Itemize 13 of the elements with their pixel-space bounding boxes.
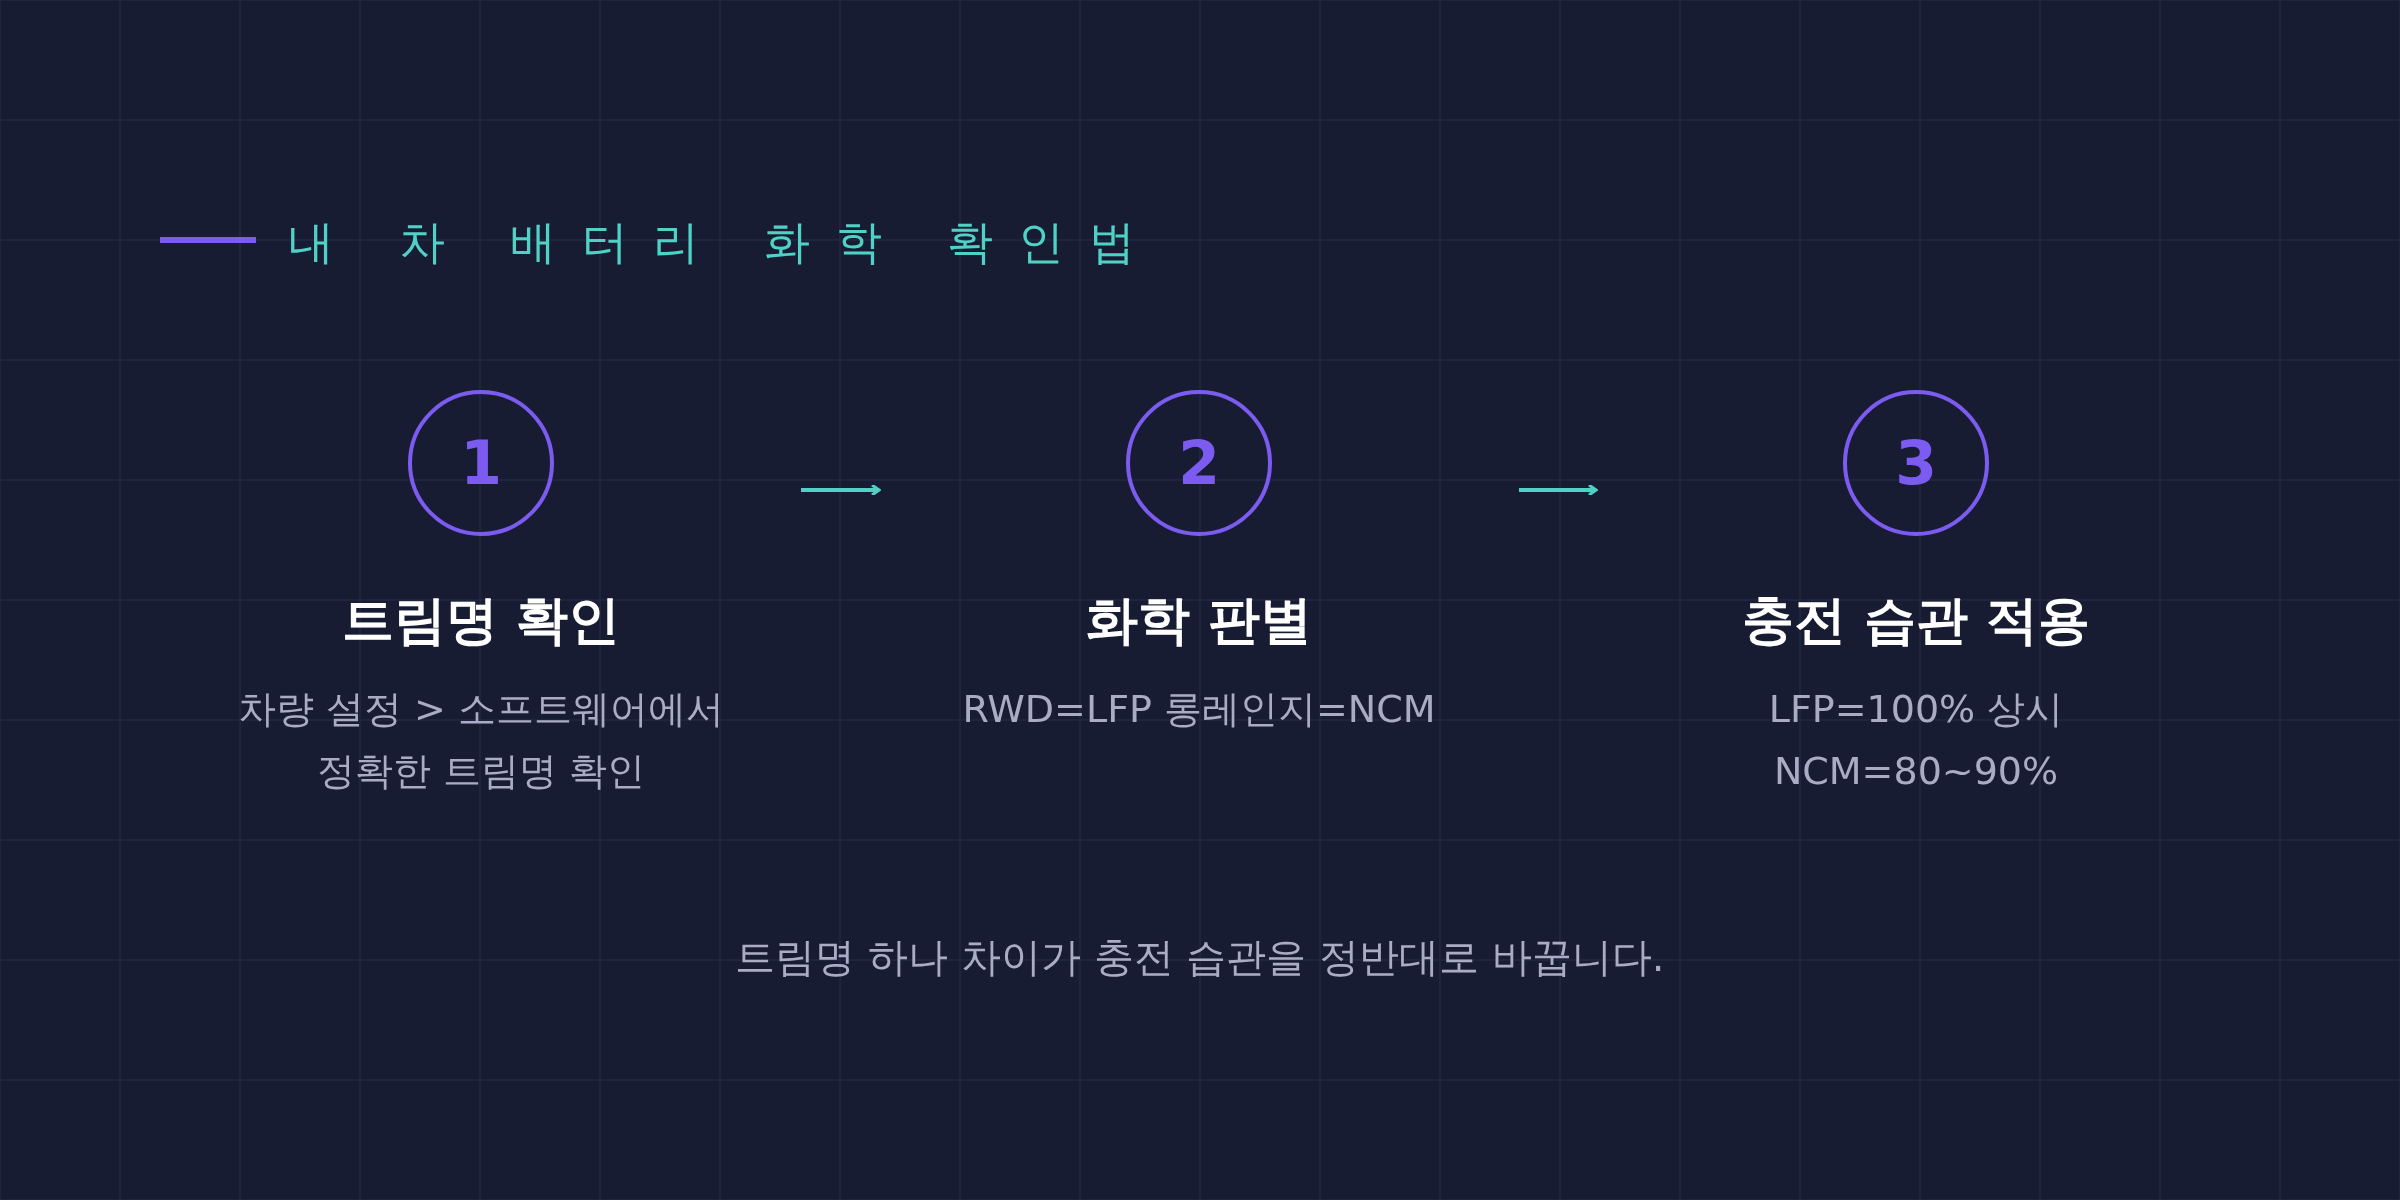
step-description: RWD=LFP 롱레인지=NCM (961, 686, 1437, 733)
step-heading: 충전 습관 적용 (1741, 589, 2091, 652)
step-description: LFP=100% 상시 NCM=80~90% (1767, 686, 2065, 795)
footnote: 트림명 하나 차이가 충전 습관을 정반대로 바꿉니다. (734, 933, 1666, 982)
step-number-circle: 2 (1126, 390, 1272, 536)
step-number-circle: 1 (408, 390, 554, 536)
step-description: 차량 설정 > 소프트웨어에서 정확한 트림명 확인 (236, 686, 726, 795)
title: 내 차 배터리 화학 확인법 (288, 214, 1161, 271)
step-heading: 화학 판별 (1085, 589, 1313, 652)
step-heading: 트림명 확인 (341, 589, 621, 652)
arrow (1519, 483, 1598, 497)
step-number-circle: 3 (1843, 390, 1989, 536)
arrow (801, 483, 881, 497)
